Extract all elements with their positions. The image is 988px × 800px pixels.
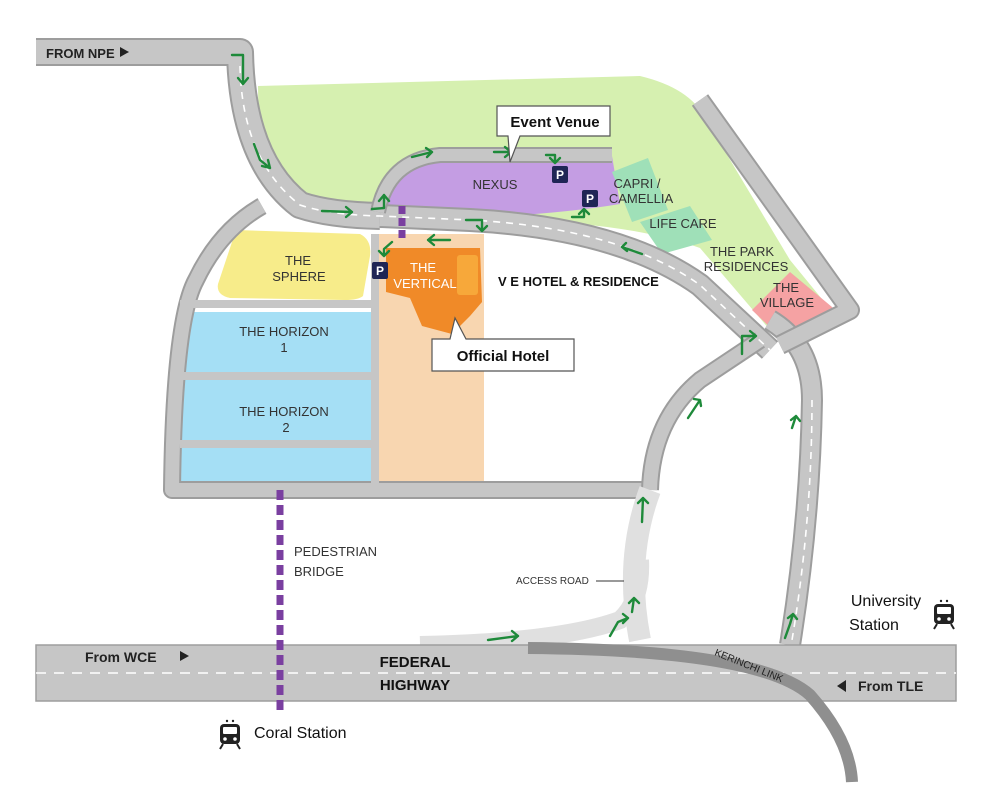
life-care-area: [640, 206, 712, 254]
event-venue-label: Event Venue: [510, 114, 599, 131]
label-village-line2: VILLAGE: [760, 295, 815, 310]
label-from-tle: From TLE: [858, 678, 923, 694]
label-horizon-2-line1: THE HORIZON: [239, 404, 329, 419]
label-access-road: ACCESS ROAD: [516, 576, 589, 587]
capri-area: [612, 158, 668, 222]
label-sphere-line1: THE: [285, 253, 311, 268]
label-park-residences-line2: RESIDENCES: [704, 259, 789, 274]
parking-icon: P: [372, 262, 388, 279]
svg-text:P: P: [556, 168, 564, 182]
label-park-residences-line1: THE PARK: [710, 244, 774, 259]
label-horizon-1-line2: 1: [280, 340, 287, 355]
label-vertical-line2: VERTICAL: [393, 276, 456, 291]
ve-hotel-building: [457, 255, 478, 295]
horizon-2-area: [180, 379, 372, 441]
back-arrow-icon: [837, 680, 846, 692]
label-pedestrian-line2: BRIDGE: [294, 564, 344, 579]
event-venue-callout: Event Venue: [496, 105, 611, 163]
label-federal-line2: HIGHWAY: [380, 677, 450, 694]
play-arrow-icon: [120, 47, 129, 57]
label-ve-hotel: V E HOTEL & RESIDENCE: [498, 274, 659, 289]
label-from-npe: FROM NPE: [46, 46, 115, 61]
label-horizon-2-line2: 2: [282, 420, 289, 435]
label-capri-line2: CAMELLIA: [609, 191, 674, 206]
sphere-area: [217, 230, 371, 300]
horizon-strip-area: [180, 447, 372, 481]
label-from-wce: From WCE: [85, 649, 157, 665]
road-network: [35, 38, 957, 783]
label-university-line1: University: [851, 593, 921, 610]
train-icon: [933, 599, 955, 630]
route-arrow-icon: [230, 53, 802, 643]
parking-icon: P: [552, 166, 568, 183]
label-federal-line1: FEDERAL: [380, 654, 451, 671]
label-sphere-line2: SPHERE: [272, 269, 326, 284]
official-hotel-callout: Official Hotel: [431, 316, 575, 372]
label-pedestrian-line1: PEDESTRIAN: [294, 544, 377, 559]
label-horizon-1-line1: THE HORIZON: [239, 324, 329, 339]
official-hotel-label: Official Hotel: [457, 348, 550, 365]
label-capri-line1: CAPRI /: [614, 176, 661, 191]
train-icon: [219, 719, 241, 750]
svg-text:P: P: [376, 264, 384, 278]
parking-icon: P: [582, 190, 598, 207]
label-village-line1: THE: [773, 280, 799, 295]
horizon-1-area: [180, 312, 372, 372]
play-arrow-icon: [180, 651, 189, 661]
label-life-care: LIFE CARE: [649, 216, 717, 231]
label-vertical-line1: THE: [410, 260, 436, 275]
label-university-line2: Station: [849, 617, 899, 634]
svg-text:P: P: [586, 192, 594, 206]
label-coral-station: Coral Station: [254, 725, 347, 742]
label-nexus: NEXUS: [473, 177, 518, 192]
